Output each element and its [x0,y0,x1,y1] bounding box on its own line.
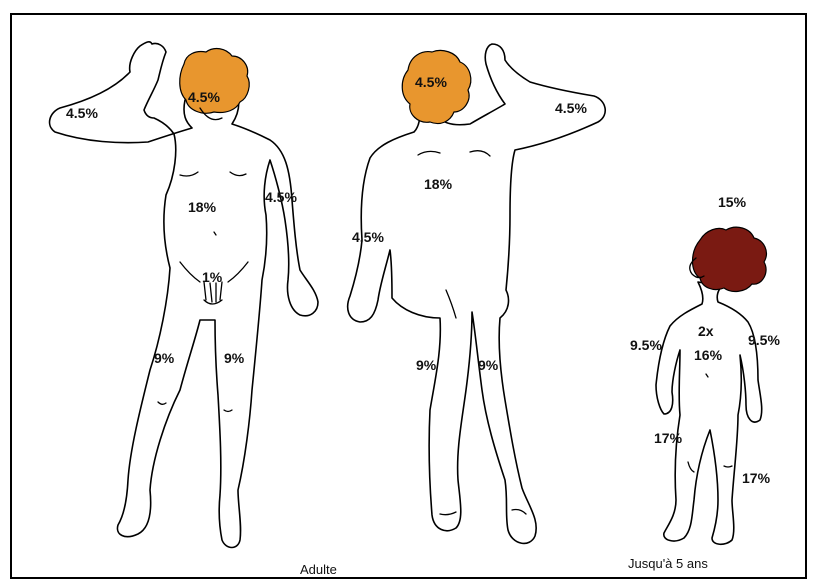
child-head-label: 15% [718,195,746,209]
adult-front-leg-left-label: 9% [154,351,174,365]
adult-back-leg-right-label: 9% [478,358,498,372]
adult-back-arm-right-label: 4.5% [555,101,587,115]
adult-back-leg-left-label: 9% [416,358,436,372]
child-figure [656,227,766,544]
adult-back-arm-left-label: 4.5% [352,230,384,244]
child-arm-right-label: 9.5% [748,333,780,347]
adult-front-arm-right-label: 4.5% [265,190,297,204]
child-head-fill [693,227,767,291]
child-trunk-multiplier-label: 2x [698,324,714,338]
child-caption: Jusqu'à 5 ans [628,557,708,570]
child-leg-left-label: 17% [654,431,682,445]
child-leg-right-label: 17% [742,471,770,485]
adult-front-trunk-label: 18% [188,200,216,214]
adult-back-figure [348,44,606,543]
adult-back-head-label: 4.5% [415,75,447,89]
adult-caption: Adulte [300,563,337,576]
adult-front-genitals-label: 1% [202,270,222,284]
adult-back-body-outline [348,44,606,543]
child-trunk-label: 16% [694,348,722,362]
adult-front-arm-left-label: 4.5% [66,106,98,120]
adult-front-leg-right-label: 9% [224,351,244,365]
adult-back-trunk-label: 18% [424,177,452,191]
child-body-outline [656,282,762,544]
child-arm-left-label: 9.5% [630,338,662,352]
adult-front-head-label: 4.5% [188,90,220,104]
